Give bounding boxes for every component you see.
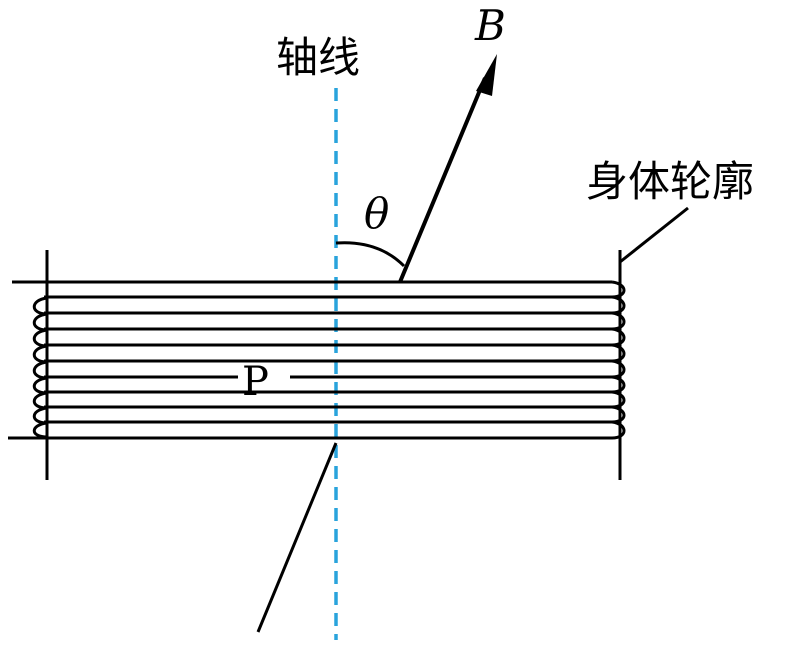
coil-windings bbox=[8, 280, 612, 440]
field-label: B bbox=[474, 1, 506, 50]
outline-leader-line bbox=[619, 206, 689, 264]
angle-arc bbox=[335, 241, 406, 268]
point-label: P bbox=[242, 359, 269, 405]
coil-loops-right bbox=[611, 280, 626, 440]
coil-loops-left bbox=[32, 296, 48, 439]
axis-label: 轴线 bbox=[276, 33, 360, 82]
angle-label: θ bbox=[364, 189, 389, 238]
field-vector bbox=[398, 77, 487, 283]
field-arrowhead bbox=[476, 54, 497, 96]
outline-label: 身体轮廓 bbox=[586, 157, 754, 206]
field-line-lower bbox=[256, 442, 338, 633]
